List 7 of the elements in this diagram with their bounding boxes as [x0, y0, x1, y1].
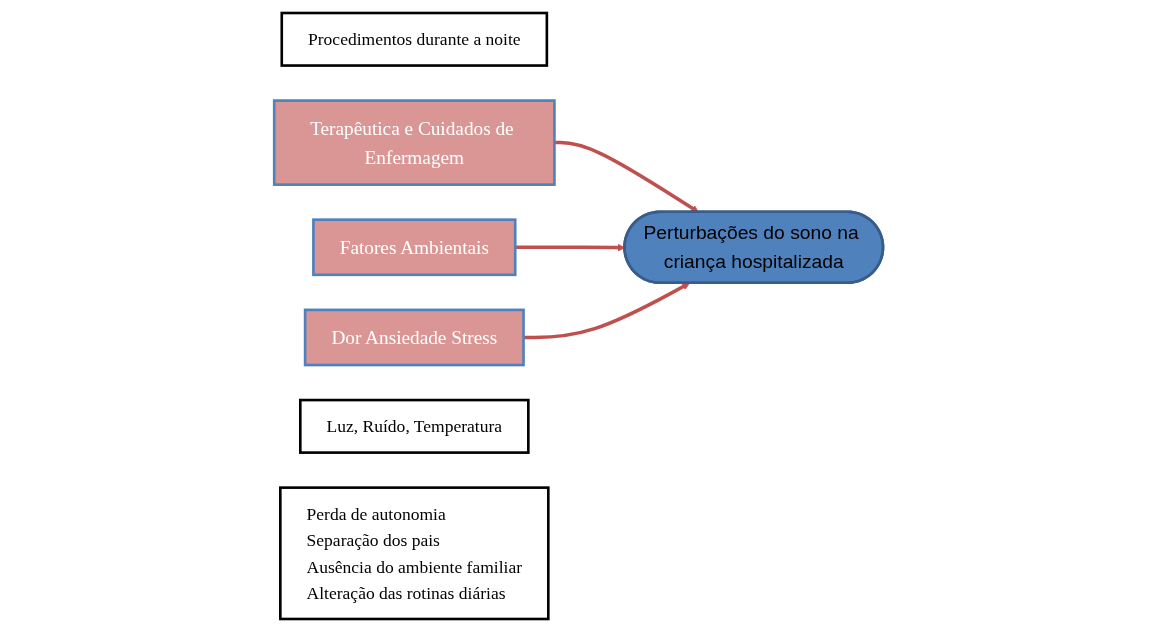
node-box: Perda de autonomia Separação dos pais Ausência do ambiente familiar Alteração das rotinas diárias [278, 486, 550, 621]
node-box: Terapêutica e Cuidados de Enfermagem [272, 99, 556, 186]
node-box: Luz, Ruído, Temperatura [298, 398, 530, 454]
node-box: Procedimentos durante a noite [280, 11, 549, 67]
node-box: Fatores Ambientais [311, 218, 517, 277]
arrow [523, 282, 690, 340]
node-box: Dor Ansiedade Stress [303, 308, 525, 367]
